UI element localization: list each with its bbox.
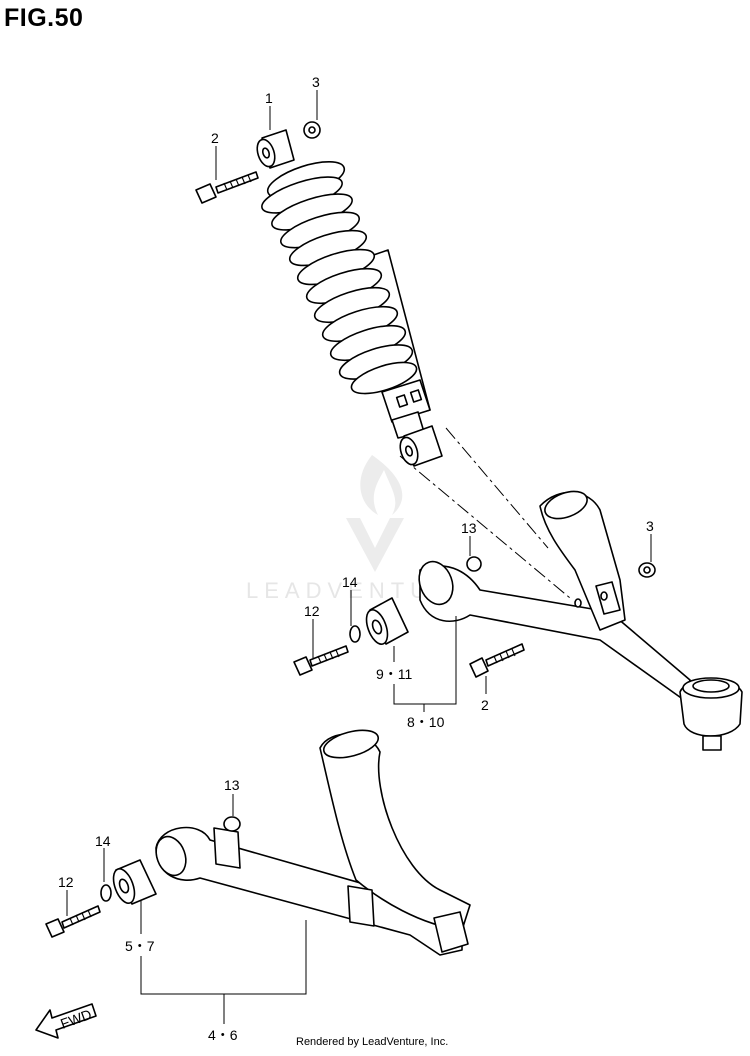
bolt-12-low — [45, 905, 101, 938]
callout-2-mid: 2 — [481, 697, 489, 713]
bolt-12-mid — [293, 645, 349, 676]
bushing-9-11 — [365, 597, 409, 645]
nut-3-mid — [638, 562, 656, 578]
upper-arm — [418, 490, 743, 751]
callout-9-11: 9・11 — [376, 666, 413, 682]
bolt-2-mid — [469, 643, 525, 678]
callout-12-low: 12 — [58, 874, 74, 890]
callout-13-mid: 13 — [461, 520, 477, 536]
callout-12-mid: 12 — [304, 603, 320, 619]
bushing-5-7 — [112, 859, 157, 905]
footer-credit: Rendered by LeadVenture, Inc. — [296, 1036, 449, 1048]
callout-4-6: 4・6 — [208, 1027, 238, 1043]
coil-spring — [261, 161, 418, 395]
figure-title: FIG.50 — [4, 4, 84, 32]
callout-8-10: 8・10 — [407, 714, 445, 730]
callout-14-low: 14 — [95, 833, 111, 849]
washer-14-mid — [349, 625, 361, 643]
nut-13-mid — [466, 556, 482, 572]
callout-14-mid: 14 — [342, 574, 358, 590]
callout-leaders — [66, 90, 652, 1024]
callout-5-7: 5・7 — [125, 938, 155, 954]
fwd-arrow-icon: FWD — [35, 1003, 97, 1039]
fwd-label: FWD — [58, 1006, 93, 1032]
nut-13-low — [223, 816, 241, 832]
nut-3-top — [303, 121, 321, 139]
washer-14-low — [100, 884, 112, 902]
callout-13-low: 13 — [224, 777, 240, 793]
lower-arm — [155, 729, 471, 956]
callout-1: 1 — [265, 90, 273, 106]
bolt-2-top — [195, 171, 259, 204]
callout-2-top: 2 — [211, 130, 219, 146]
callout-3-mid: 3 — [646, 518, 654, 534]
callout-3-top: 3 — [312, 74, 320, 90]
shock-absorber — [256, 129, 443, 467]
